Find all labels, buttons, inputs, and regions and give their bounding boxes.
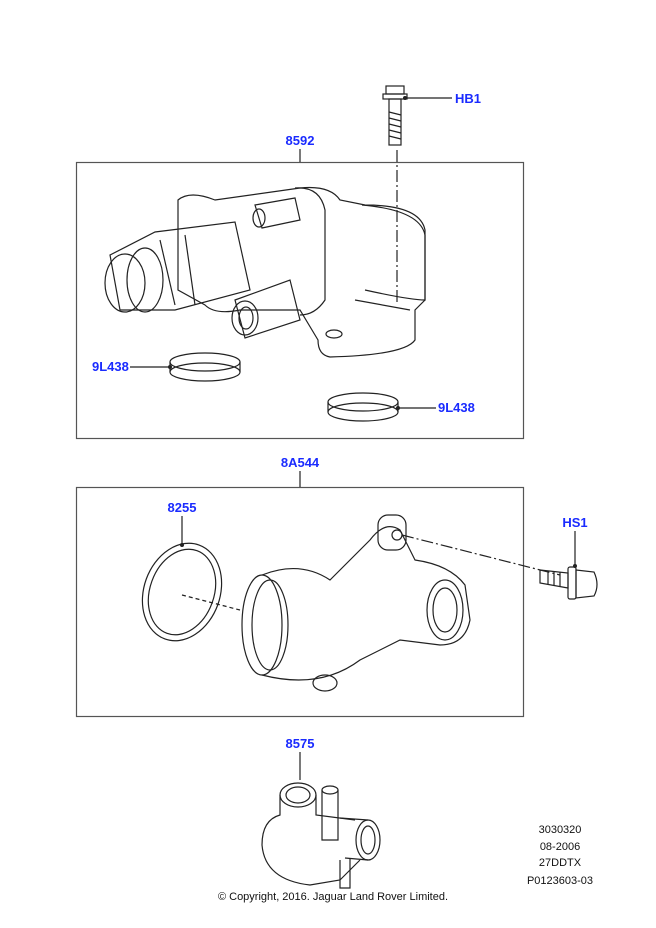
coolant-outlet-8575 xyxy=(261,782,381,889)
bolt-hs1 xyxy=(539,566,598,600)
gasket-8255 xyxy=(141,542,241,642)
seal-ring-9l438-right xyxy=(327,392,399,422)
callout-8a544[interactable]: 8A544 xyxy=(280,455,320,470)
drawing-date: 08-2006 xyxy=(539,841,581,853)
copyright-notice: © Copyright, 2016. Jaguar Land Rover Lim… xyxy=(217,891,449,903)
outlet-pipe-8a544 xyxy=(241,514,561,692)
seal-ring-9l438-left xyxy=(169,352,241,382)
leader-lines xyxy=(130,97,576,780)
drawing-code: 27DDTX xyxy=(538,857,582,869)
thermostat-housing-8592 xyxy=(104,186,426,358)
bolt-hb1 xyxy=(382,85,408,305)
callout-8575[interactable]: 8575 xyxy=(285,736,315,751)
drawing-number: 3030320 xyxy=(538,824,582,836)
group-box-8a544 xyxy=(75,486,525,718)
callout-9l438-left[interactable]: 9L438 xyxy=(92,359,129,374)
group-box-8592 xyxy=(75,161,525,440)
callout-9l438-right[interactable]: 9L438 xyxy=(438,400,475,415)
callout-hs1[interactable]: HS1 xyxy=(562,515,588,530)
callout-hb1[interactable]: HB1 xyxy=(455,91,482,106)
callout-8255[interactable]: 8255 xyxy=(167,500,197,515)
callout-8592[interactable]: 8592 xyxy=(285,133,315,148)
drawing-reference: P0123603-03 xyxy=(526,875,594,887)
